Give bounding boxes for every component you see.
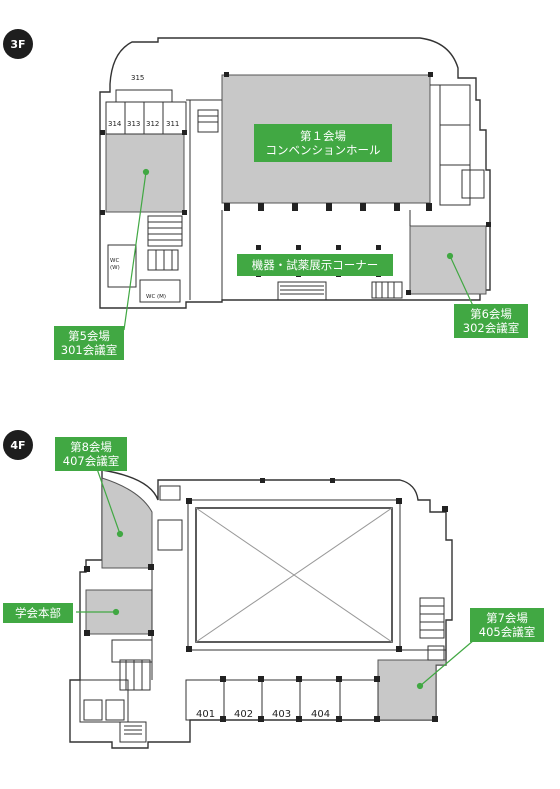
room-label-402: 402	[234, 709, 254, 720]
floor-badge-3f: 3F	[3, 29, 33, 59]
floor4-plan	[69, 469, 453, 749]
room-302-area	[409, 225, 487, 295]
restroom-women-label: WC(W)	[110, 258, 120, 271]
room-407-area	[101, 477, 153, 569]
room-405-area	[377, 659, 447, 721]
restroom-men-label: WC (M)	[146, 294, 167, 300]
room-label-314: 314	[108, 120, 122, 128]
room-label-403: 403	[272, 709, 292, 720]
floor-badge-4f: 4F	[3, 430, 33, 460]
leader-lines	[76, 168, 475, 690]
room-label-401: 401	[196, 709, 216, 720]
room-label-315: 315	[131, 74, 145, 82]
exhibit-corner-label: 機器・試薬展示コーナー	[237, 254, 393, 276]
room-label-312: 312	[146, 120, 160, 128]
hall-1-label: 第１会場コンベンションホール	[254, 124, 392, 162]
room-label-311: 311	[166, 120, 180, 128]
room-label-313: 313	[127, 120, 141, 128]
room-label-404: 404	[311, 709, 331, 720]
society-hq-label: 学会本部	[3, 603, 73, 623]
